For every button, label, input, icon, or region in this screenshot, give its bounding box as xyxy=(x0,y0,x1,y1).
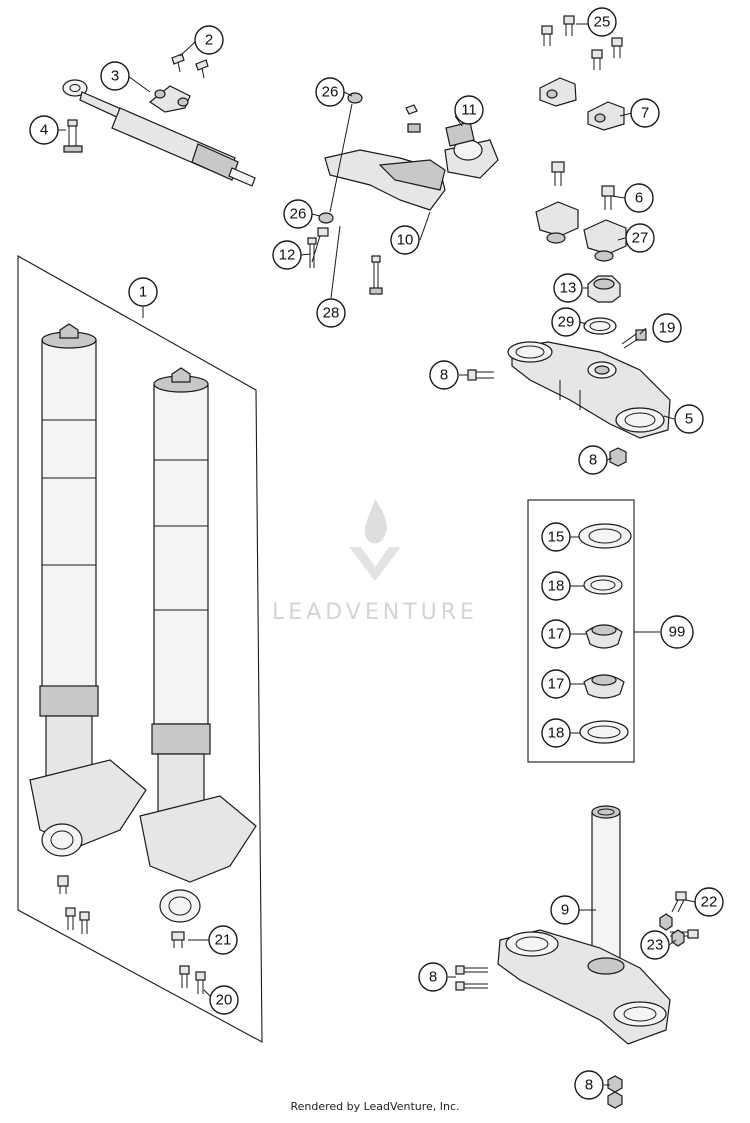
callout-18-upper: 18 xyxy=(541,571,571,601)
callout-19: 19 xyxy=(652,313,682,343)
callout-26-upper: 26 xyxy=(315,77,345,107)
svg-text:20: 20 xyxy=(216,992,233,1009)
svg-text:19: 19 xyxy=(659,320,676,337)
callout-3: 3 xyxy=(100,61,130,91)
washer-29-drawing xyxy=(583,317,617,335)
svg-text:7: 7 xyxy=(641,105,649,122)
svg-text:11: 11 xyxy=(461,102,477,119)
svg-text:17: 17 xyxy=(548,626,565,643)
svg-text:12: 12 xyxy=(279,247,296,264)
svg-text:99: 99 xyxy=(669,624,686,641)
callout-1: 1 xyxy=(128,277,158,307)
callout-8-lower-nut: 8 xyxy=(574,1070,604,1100)
nut-13-drawing xyxy=(587,275,621,303)
bolt-8-upper-drawing xyxy=(467,369,494,381)
watermark-flame-logo xyxy=(349,499,401,581)
callout-17-lower: 17 xyxy=(541,669,571,699)
callout-8-lower-bolt: 8 xyxy=(418,962,448,992)
svg-text:6: 6 xyxy=(635,190,643,207)
callout-6: 6 xyxy=(624,183,654,213)
svg-text:9: 9 xyxy=(561,902,569,919)
fork-leg-left-drawing xyxy=(29,323,147,857)
callout-23: 23 xyxy=(640,930,670,960)
svg-text:2: 2 xyxy=(205,32,213,49)
bolt-4-drawing xyxy=(63,119,83,153)
svg-text:4: 4 xyxy=(40,122,48,139)
svg-text:8: 8 xyxy=(585,1077,593,1094)
svg-text:26: 26 xyxy=(290,206,307,223)
svg-text:27: 27 xyxy=(632,230,649,247)
callout-13: 13 xyxy=(553,273,583,303)
axle-bolts-drawing xyxy=(57,875,206,994)
bearing-kit-parts xyxy=(578,523,632,744)
upper-triple-clamp-drawing xyxy=(507,341,671,439)
lower-triple-clamp-drawing xyxy=(497,805,671,1045)
bushing-26-drawing xyxy=(318,92,363,224)
nut-8-lower-drawing xyxy=(607,1075,623,1109)
svg-text:25: 25 xyxy=(594,14,611,31)
svg-text:26: 26 xyxy=(322,84,339,101)
nut-23-drawing xyxy=(659,913,685,947)
callout-8-upper-nut: 8 xyxy=(578,445,608,475)
clamp-bolts-25-drawing xyxy=(541,15,623,70)
svg-text:10: 10 xyxy=(397,232,414,249)
callout-9: 9 xyxy=(550,895,580,925)
nut-8-upper-drawing xyxy=(609,447,627,467)
callout-10: 10 xyxy=(390,225,420,255)
bolt-2-drawing xyxy=(171,53,209,79)
svg-text:22: 22 xyxy=(701,894,718,911)
watermark-text: LEADVENTURE xyxy=(272,600,478,625)
callout-8-upper-bolt: 8 xyxy=(429,360,459,390)
handlebar-clamp-drawing xyxy=(324,104,499,245)
callout-7: 7 xyxy=(630,98,660,128)
callout-11: 11 xyxy=(454,95,484,125)
callout-27: 27 xyxy=(625,223,655,253)
svg-text:8: 8 xyxy=(589,452,597,469)
clamp-7-drawing xyxy=(539,77,625,131)
callout-22: 22 xyxy=(694,887,724,917)
screw-28-drawing xyxy=(311,227,383,295)
fork-assembly-frame xyxy=(17,255,263,1043)
callout-15: 15 xyxy=(541,522,571,552)
svg-text:17: 17 xyxy=(548,676,565,693)
callout-99: 99 xyxy=(660,615,694,649)
bolt-12-drawing xyxy=(307,237,317,268)
svg-text:13: 13 xyxy=(560,280,577,297)
callout-5: 5 xyxy=(674,404,704,434)
svg-text:5: 5 xyxy=(685,411,693,428)
clamp-lower-27-drawing xyxy=(535,161,627,262)
svg-text:8: 8 xyxy=(440,367,448,384)
svg-text:18: 18 xyxy=(548,578,565,595)
svg-text:1: 1 xyxy=(139,284,147,301)
callout-25: 25 xyxy=(587,7,617,37)
svg-text:8: 8 xyxy=(429,969,437,986)
svg-text:18: 18 xyxy=(548,725,565,742)
bearing-kit-frame xyxy=(527,499,635,763)
callout-2: 2 xyxy=(194,25,224,55)
callout-12: 12 xyxy=(272,240,302,270)
svg-text:28: 28 xyxy=(323,305,340,322)
svg-text:21: 21 xyxy=(215,932,232,949)
callout-29: 29 xyxy=(551,307,581,337)
callout-4: 4 xyxy=(29,115,59,145)
callout-18-lower: 18 xyxy=(541,718,571,748)
svg-text:29: 29 xyxy=(558,314,575,331)
callout-17-upper: 17 xyxy=(541,619,571,649)
callout-28: 28 xyxy=(316,298,346,328)
footer-credit: Rendered by LeadVenture, Inc. xyxy=(290,1100,460,1113)
svg-text:23: 23 xyxy=(647,937,664,954)
bolt-22-drawing xyxy=(670,891,699,939)
steering-damper-drawing xyxy=(62,79,256,187)
callout-20: 20 xyxy=(209,985,239,1015)
bolt-8-lower-drawing xyxy=(455,965,488,991)
callout-26-lower: 26 xyxy=(283,199,313,229)
svg-text:15: 15 xyxy=(548,529,565,546)
bolt-19-drawing xyxy=(621,329,647,349)
callout-21: 21 xyxy=(208,925,238,955)
fork-leg-right-drawing xyxy=(139,367,257,923)
leader-lines xyxy=(58,23,696,1086)
svg-text:3: 3 xyxy=(111,68,119,85)
